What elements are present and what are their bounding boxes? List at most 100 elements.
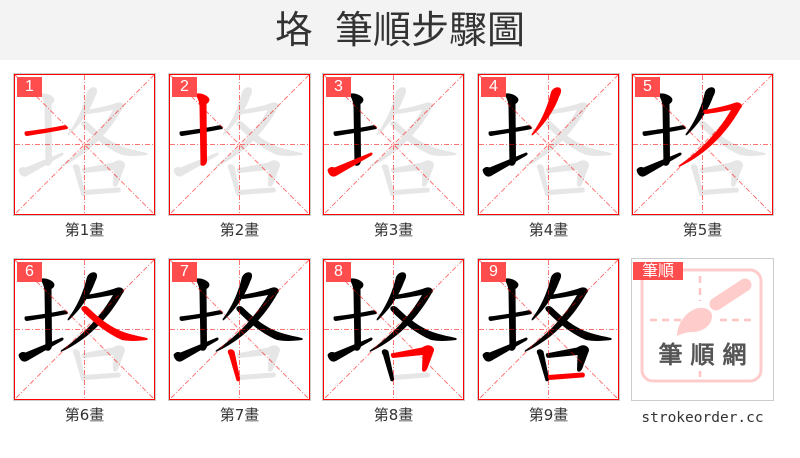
step-number-badge: 7 <box>172 262 197 282</box>
stroke-9-pending <box>238 187 276 195</box>
stroke-3-done <box>636 152 682 177</box>
logo-name: 筆順網 <box>658 341 755 369</box>
stroke-3-pending <box>173 152 219 177</box>
stroke-9-pending <box>392 187 430 195</box>
stroke-5-active <box>678 102 742 167</box>
grid-box: 7 <box>168 258 311 401</box>
step-1: 1 第1畫 <box>13 73 156 245</box>
stroke-3-active <box>327 152 373 177</box>
character-diagram <box>15 260 154 399</box>
guide-line-antidiagonal <box>479 75 618 214</box>
stroke-6-done <box>390 306 457 341</box>
stroke-8-pending <box>699 160 743 187</box>
step-7: 7 第7畫 <box>168 258 311 430</box>
stroke-4-done <box>376 272 407 321</box>
stroke-8-active <box>390 345 434 372</box>
grid-inner-border: 9 <box>478 259 619 400</box>
step-number-badge: 4 <box>481 77 506 97</box>
stroke-4-pending <box>222 87 253 136</box>
guide-line-antidiagonal <box>324 75 463 214</box>
guide-line-antidiagonal <box>170 75 309 214</box>
guide-line-antidiagonal <box>15 75 154 214</box>
guide-line-diagonal <box>170 75 309 214</box>
stroke-9-pending <box>83 372 121 380</box>
strokeorder-logo[interactable]: 筆順 筆順網 strokeorder.cc <box>631 258 774 430</box>
guide-line-antidiagonal <box>479 260 618 399</box>
guide-line-antidiagonal <box>15 260 154 399</box>
grid-box: 9 <box>477 258 620 401</box>
step-label: 第4畫 <box>528 221 569 239</box>
grid-box: 5 <box>631 73 774 216</box>
logo-graphic <box>640 268 763 383</box>
step-label: 第5畫 <box>682 221 723 239</box>
stroke-6-pending <box>390 121 457 156</box>
stroke-9-active <box>547 372 585 380</box>
stroke-7-pending <box>381 164 395 197</box>
stroke-8-pending <box>236 345 280 372</box>
stroke-5-pending <box>215 102 279 167</box>
step-label: 第7畫 <box>219 406 260 424</box>
stroke-7-pending <box>536 164 550 197</box>
brush-handle <box>709 278 752 311</box>
guide-line-antidiagonal <box>170 260 309 399</box>
stroke-8-pending <box>81 345 125 372</box>
grid-box: 4 <box>477 73 620 216</box>
step-label: 第2畫 <box>219 221 260 239</box>
step-8: 8 第8畫 <box>322 258 465 430</box>
stroke-7-pending <box>72 349 86 382</box>
guide-line-diagonal <box>479 75 618 214</box>
stroke-8-pending <box>390 160 434 187</box>
step-number-badge: 5 <box>635 77 660 97</box>
stroke-3-done <box>482 337 528 362</box>
page-header: 垎筆順步驟圖 <box>0 0 800 60</box>
guide-line-diagonal <box>479 260 618 399</box>
stroke-6-done <box>236 306 303 341</box>
brush-icon <box>677 278 752 336</box>
stroke-9-pending <box>238 372 276 380</box>
guide-line-diagonal <box>170 260 309 399</box>
character-diagram <box>479 75 618 214</box>
guide-line-diagonal <box>633 75 772 214</box>
stroke-5-pending <box>60 102 124 167</box>
stroke-8-pending <box>81 160 125 187</box>
stroke-4-done <box>222 272 253 321</box>
grid-inner-border: 8 <box>323 259 464 400</box>
stroke-5-done <box>215 287 279 352</box>
grid-inner-border: 4 <box>478 74 619 215</box>
stroke-5-pending <box>369 102 433 167</box>
step-number-badge: 3 <box>326 77 351 97</box>
stroke-7-pending <box>690 164 704 197</box>
stroke-4-done <box>685 87 716 136</box>
stroke-5-done <box>524 287 588 352</box>
guide-line-antidiagonal <box>633 75 772 214</box>
character-diagram <box>170 75 309 214</box>
stroke-8-done <box>545 345 589 372</box>
grid-box: 8 <box>322 258 465 401</box>
step-4: 4 第4畫 <box>477 73 620 245</box>
stroke-7-pending <box>72 164 86 197</box>
grid-inner-border: 6 <box>14 259 155 400</box>
stroke-4-done <box>67 272 98 321</box>
site-url-link[interactable]: strokeorder.cc <box>641 410 764 426</box>
logo-badge: 筆順 <box>633 262 683 280</box>
guide-line-diagonal <box>15 260 154 399</box>
stroke-4-pending <box>376 87 407 136</box>
step-number-badge: 9 <box>481 262 506 282</box>
logo-box[interactable]: 筆順 筆順網 <box>631 258 774 401</box>
step-number-badge: 8 <box>326 262 351 282</box>
step-5: 5 第5畫 <box>631 73 774 245</box>
stroke-6-pending <box>236 121 303 156</box>
grid-inner-border: 5 <box>632 74 773 215</box>
grid-box: 3 <box>322 73 465 216</box>
stroke-6-pending <box>81 121 148 156</box>
step-2: 2 第2畫 <box>168 73 311 245</box>
character-diagram <box>633 75 772 214</box>
character-diagram <box>479 260 618 399</box>
step-label: 第3畫 <box>373 221 414 239</box>
step-9: 9 第9畫 <box>477 258 620 430</box>
stroke-9-pending <box>83 187 121 195</box>
step-number-badge: 2 <box>172 77 197 97</box>
step-6: 6 第6畫 <box>13 258 156 430</box>
step-label: 第1畫 <box>64 221 105 239</box>
stroke-5-done <box>60 287 124 352</box>
